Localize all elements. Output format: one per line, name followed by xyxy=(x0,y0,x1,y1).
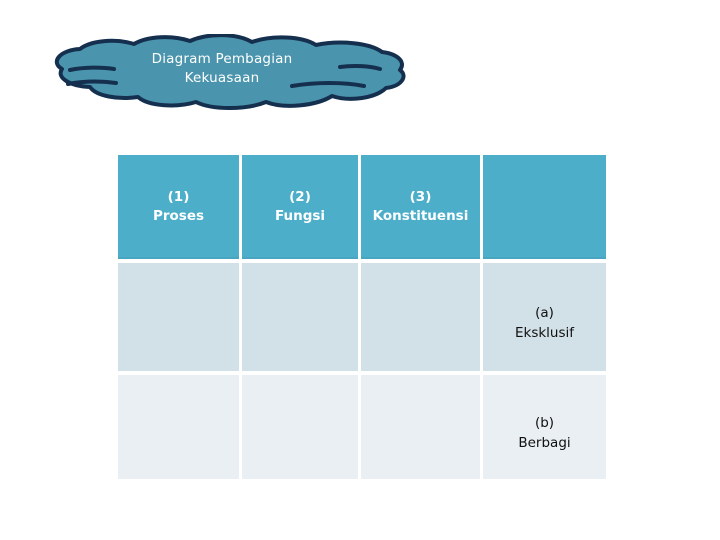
row-berbagi-cell-3-label xyxy=(361,427,480,428)
row-berbagi-cell-2[interactable] xyxy=(242,375,361,479)
row-eksklusif-cell-2-label xyxy=(242,317,358,318)
row-eksklusif-label: (a) Eksklusif xyxy=(514,305,575,341)
row-eksklusif-cell-3[interactable] xyxy=(361,263,483,375)
cloud-callout: Diagram Pembagian Kekuasaan xyxy=(40,34,412,112)
row-berbagi-cell-3[interactable] xyxy=(361,375,483,479)
header-cell-proses[interactable]: (1) Proses xyxy=(118,155,242,263)
cloud-shape-icon xyxy=(54,34,406,110)
row-eksklusif-cell-4[interactable]: (a) Eksklusif xyxy=(483,263,606,375)
header-cell-konstituensi[interactable]: (3) Konstituensi xyxy=(361,155,483,263)
header-cell-fungsi-label: (2) Fungsi xyxy=(274,189,326,224)
power-division-table: (1) Proses (2) Fungsi (3) Konstituensi xyxy=(118,155,606,479)
table-row: (a) Eksklusif xyxy=(118,263,606,375)
table-row: (b) Berbagi xyxy=(118,375,606,479)
row-berbagi-cell-2-label xyxy=(242,427,358,428)
header-cell-empty-label xyxy=(483,207,606,208)
row-eksklusif-cell-2[interactable] xyxy=(242,263,361,375)
callout-title: Diagram Pembagian Kekuasaan xyxy=(151,51,293,86)
row-berbagi-label: (b) Berbagi xyxy=(518,415,571,451)
row-berbagi-cell-4[interactable]: (b) Berbagi xyxy=(483,375,606,479)
table-header-row: (1) Proses (2) Fungsi (3) Konstituensi xyxy=(118,155,606,263)
row-eksklusif-cell-1-label xyxy=(118,317,239,318)
header-cell-konstituensi-label: (3) Konstituensi xyxy=(372,189,469,224)
header-cell-empty[interactable] xyxy=(483,155,606,263)
row-berbagi-cell-1[interactable] xyxy=(118,375,242,479)
row-eksklusif-cell-1[interactable] xyxy=(118,263,242,375)
row-berbagi-cell-1-label xyxy=(118,427,239,428)
header-cell-proses-label: (1) Proses xyxy=(152,189,205,224)
row-eksklusif-cell-3-label xyxy=(361,317,480,318)
header-cell-fungsi[interactable]: (2) Fungsi xyxy=(242,155,361,263)
